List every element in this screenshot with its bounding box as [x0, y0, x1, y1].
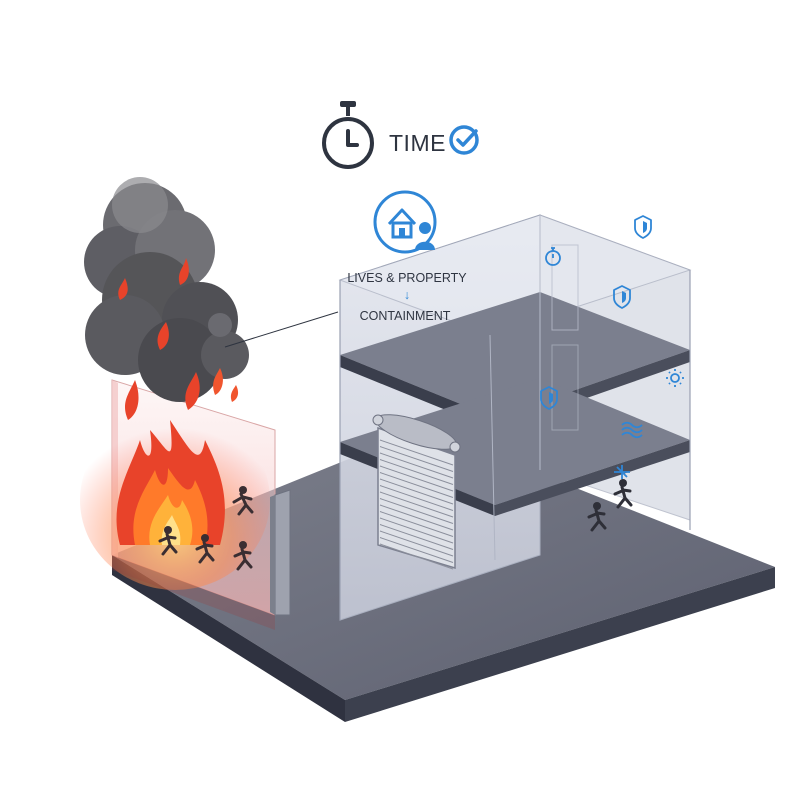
running-person: [232, 486, 254, 516]
shutter-slat: [379, 439, 454, 466]
flames: [116, 258, 239, 545]
shutter-slat: [379, 498, 454, 524]
shutter-slat: [379, 459, 454, 485]
callout-leader-line: [224, 311, 339, 348]
water-icon: [621, 421, 643, 439]
timer-icon: [545, 247, 561, 266]
shutter-slat: [379, 517, 454, 544]
ventilation-icon: [614, 465, 630, 479]
sun-icon: [666, 369, 684, 387]
shutter-slat: [379, 485, 454, 511]
shutter-slat: [379, 530, 454, 557]
callout-lives-property: LIVES & PROPERTY: [347, 271, 467, 285]
shield-icon: [613, 285, 631, 309]
shutter-slat: [379, 491, 454, 518]
shutter-slat: [379, 478, 454, 505]
shutter-slat: [379, 504, 454, 531]
callout-arrow: ↓: [404, 288, 410, 302]
shutter-slat: [379, 511, 454, 537]
home-person-icon: [373, 190, 437, 254]
shutter-slat: [379, 472, 454, 498]
running-person: [195, 534, 215, 564]
shutter-slat: [379, 524, 454, 550]
shield-icon: [540, 386, 558, 410]
running-person: [233, 541, 253, 571]
shutter-slat: [379, 537, 454, 563]
callout-containment: CONTAINMENT: [360, 309, 451, 323]
shutter-slat: [379, 446, 454, 472]
time-label: TIME: [389, 130, 446, 156]
smoke-cloud: [84, 177, 249, 402]
people-evacuating: [158, 479, 633, 571]
shield-icon: [634, 215, 652, 239]
building-icons: [540, 215, 684, 479]
stopwatch-icon: [322, 101, 374, 169]
running-person: [613, 479, 633, 509]
rolling-shutter-door: [372, 414, 461, 570]
shutter-slat: [379, 452, 454, 479]
shutter-slat: [379, 465, 454, 492]
check-circle-icon: [449, 125, 479, 155]
shutter-slat: [379, 543, 454, 570]
running-person: [587, 502, 607, 532]
running-person: [158, 526, 178, 556]
